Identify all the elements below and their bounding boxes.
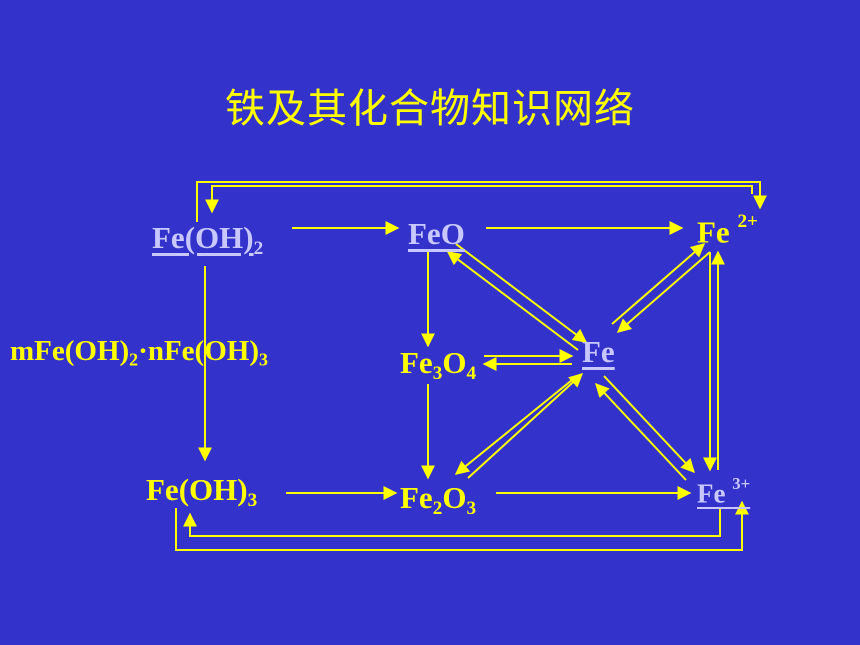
fe2o3-part2: O: [442, 480, 467, 515]
mixed-sub2: 3: [258, 349, 268, 370]
node-fe3plus: Fe 3+: [697, 474, 751, 509]
fe3o4-part2: O: [442, 345, 467, 380]
node-fe2plus: Fe 2+: [697, 212, 758, 247]
fe2o3-sub1: 2: [432, 497, 443, 519]
feoh2-subscript: 2: [253, 237, 264, 259]
feoh2-formula: Fe(OH): [152, 220, 254, 255]
node-mixed-hydroxide: mFe(OH)2·nFe(OH)3: [10, 335, 268, 370]
arrow-fe3plus-to-feoh3: [183, 508, 721, 537]
node-fe: Fe: [582, 336, 615, 367]
fe3plus-formula: Fe: [697, 478, 726, 509]
fe2plus-formula: Fe: [697, 214, 730, 250]
mixed-dot: ·: [138, 335, 148, 367]
fe2o3-part1: Fe: [400, 480, 433, 515]
arrow-fe2plus-to-feoh2: [205, 185, 753, 214]
arrow-fe2o3-to-fe: [467, 373, 584, 479]
arrow-fe3plus-to-fe: [595, 382, 687, 481]
arrow-fe-to-feo: [446, 251, 579, 351]
arrow-fe2plus-to-fe: [616, 251, 711, 333]
fe3plus-charge: 3+: [732, 474, 751, 493]
fe3o4-sub2: 4: [466, 362, 477, 384]
node-feoh2: Fe(OH)2: [152, 222, 263, 258]
arrow-fe-to-fe2plus: [611, 243, 706, 325]
node-feoh3: Fe(OH)3: [146, 474, 257, 510]
mixed-sub1: 2: [129, 349, 139, 370]
arrow-fe-to-fe3plus: [603, 375, 695, 474]
node-feo: FeO: [408, 218, 465, 249]
feoh3-subscript: 3: [247, 489, 258, 511]
feo-formula: FeO: [408, 216, 465, 251]
fe3o4-part1: Fe: [400, 345, 433, 380]
page-title: 铁及其化合物知识网络: [225, 86, 635, 132]
node-fe3o4: Fe3O4: [400, 347, 476, 383]
fe2o3-sub2: 3: [466, 497, 477, 519]
arrow-feo-to-fe: [455, 243, 588, 343]
feoh3-formula: Fe(OH): [146, 472, 248, 507]
arrow-feoh2-to-fe2plus: [196, 181, 767, 222]
node-fe2o3: Fe2O3: [400, 482, 476, 518]
fe2plus-charge: 2+: [737, 211, 758, 232]
mixed-part2: nFe(OH): [147, 335, 259, 367]
arrow-fe-to-fe2o3: [454, 379, 573, 475]
fe-formula: Fe: [582, 334, 615, 369]
mixed-part1: mFe(OH): [10, 335, 130, 367]
arrow-feoh3-to-fe3plus: [175, 500, 749, 551]
fe3o4-sub1: 3: [432, 362, 443, 384]
